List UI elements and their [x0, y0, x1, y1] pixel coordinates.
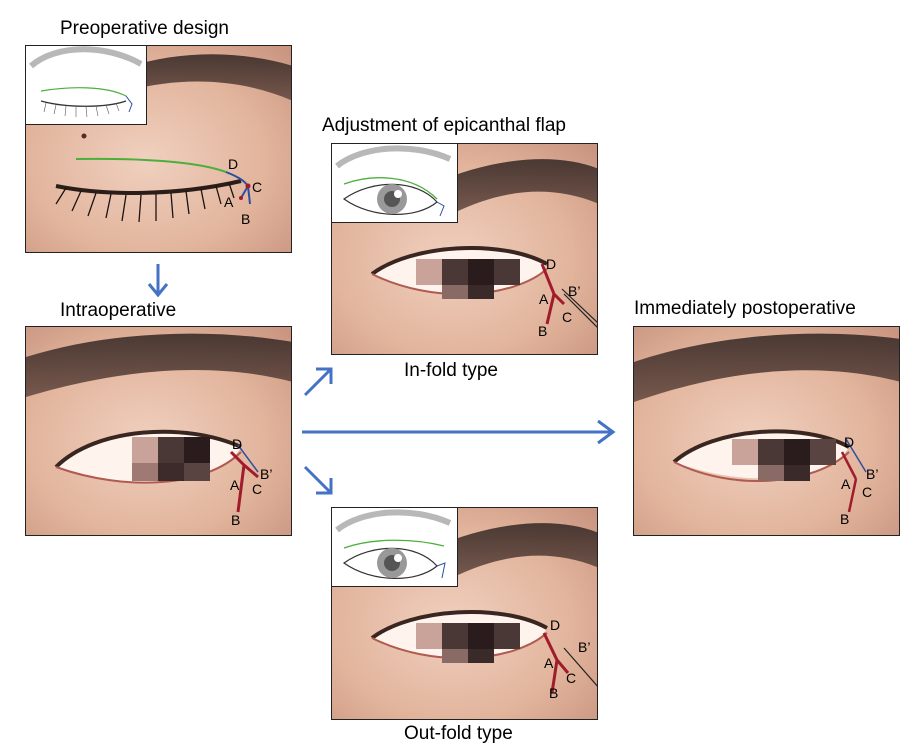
point-label-d: D: [844, 434, 854, 450]
caption-adjustment-epicanthal-flap: Adjustment of epicanthal flap: [322, 115, 566, 136]
caption-intraoperative: Intraoperative: [60, 300, 177, 321]
censored-iris: [132, 437, 210, 481]
point-label-b: B: [241, 211, 250, 227]
point-label-c: C: [562, 309, 572, 325]
point-label-b-prime: B’: [568, 283, 580, 299]
point-label-d: D: [232, 436, 242, 452]
point-label-d: D: [546, 256, 556, 272]
point-label-b-prime: B’: [578, 639, 590, 655]
point-label-a: A: [539, 291, 549, 307]
censored-iris: [416, 623, 520, 663]
point-label-b: B: [231, 512, 240, 528]
preoperative-design-photo: D C A B: [25, 45, 292, 253]
inset-sketch-preoperative: [26, 46, 147, 125]
point-label-c: C: [252, 481, 262, 497]
caption-preoperative-design: Preoperative design: [60, 18, 229, 39]
intraoperative-photo: D B’ C A B: [25, 326, 292, 536]
caption-in-fold-type: In-fold type: [404, 360, 498, 381]
arrow-to-postoperative-icon: [302, 419, 616, 445]
point-label-a: A: [544, 655, 554, 671]
point-label-c: C: [862, 484, 872, 500]
arrow-to-out-fold-icon: [303, 465, 333, 495]
out-fold-type-photo: D B’ C A B: [331, 507, 598, 720]
point-label-a: A: [841, 476, 851, 492]
point-label-d: D: [550, 617, 560, 633]
censored-iris: [732, 439, 836, 481]
point-label-b-prime: B’: [866, 466, 878, 482]
point-label-b: B: [549, 685, 558, 701]
point-label-c: C: [566, 670, 576, 686]
in-fold-type-photo: D B’ C A B: [331, 143, 598, 355]
down-arrow-icon: [147, 264, 169, 298]
point-label-a: A: [224, 194, 234, 210]
point-label-b: B: [538, 323, 547, 339]
inset-sketch-in-fold: [332, 144, 458, 223]
point-label-b: B: [840, 511, 849, 527]
caption-out-fold-type: Out-fold type: [404, 723, 513, 744]
point-label-b-prime: B’: [260, 466, 272, 482]
inset-sketch-out-fold: [332, 508, 458, 587]
point-label-a: A: [230, 477, 240, 493]
caption-immediately-postoperative: Immediately postoperative: [634, 298, 856, 319]
arrow-to-in-fold-icon: [303, 367, 333, 397]
censored-iris: [416, 259, 520, 299]
point-label-d: D: [228, 156, 238, 172]
point-label-c: C: [252, 179, 262, 195]
immediately-postoperative-photo: D B’ C A B: [633, 326, 900, 536]
